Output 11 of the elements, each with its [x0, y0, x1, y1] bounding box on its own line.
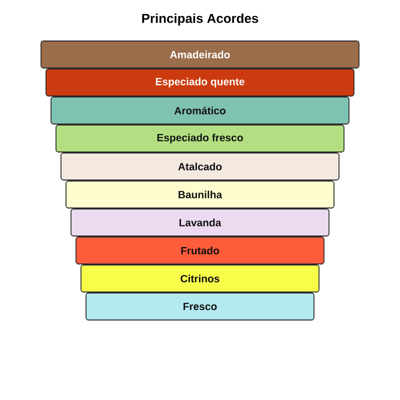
band: Frutado	[76, 236, 324, 264]
band: Especiado quente	[46, 68, 354, 96]
band: Citrinos	[80, 264, 320, 292]
band: Atalcado	[60, 152, 340, 180]
band: Aromático	[50, 96, 350, 124]
band: Lavanda	[70, 208, 330, 236]
band: Baunilha	[66, 180, 334, 208]
band: Amadeirado	[40, 40, 360, 68]
band: Especiado fresco	[56, 124, 344, 152]
band: Fresco	[86, 292, 314, 320]
title: Principais Acordes	[142, 13, 258, 26]
